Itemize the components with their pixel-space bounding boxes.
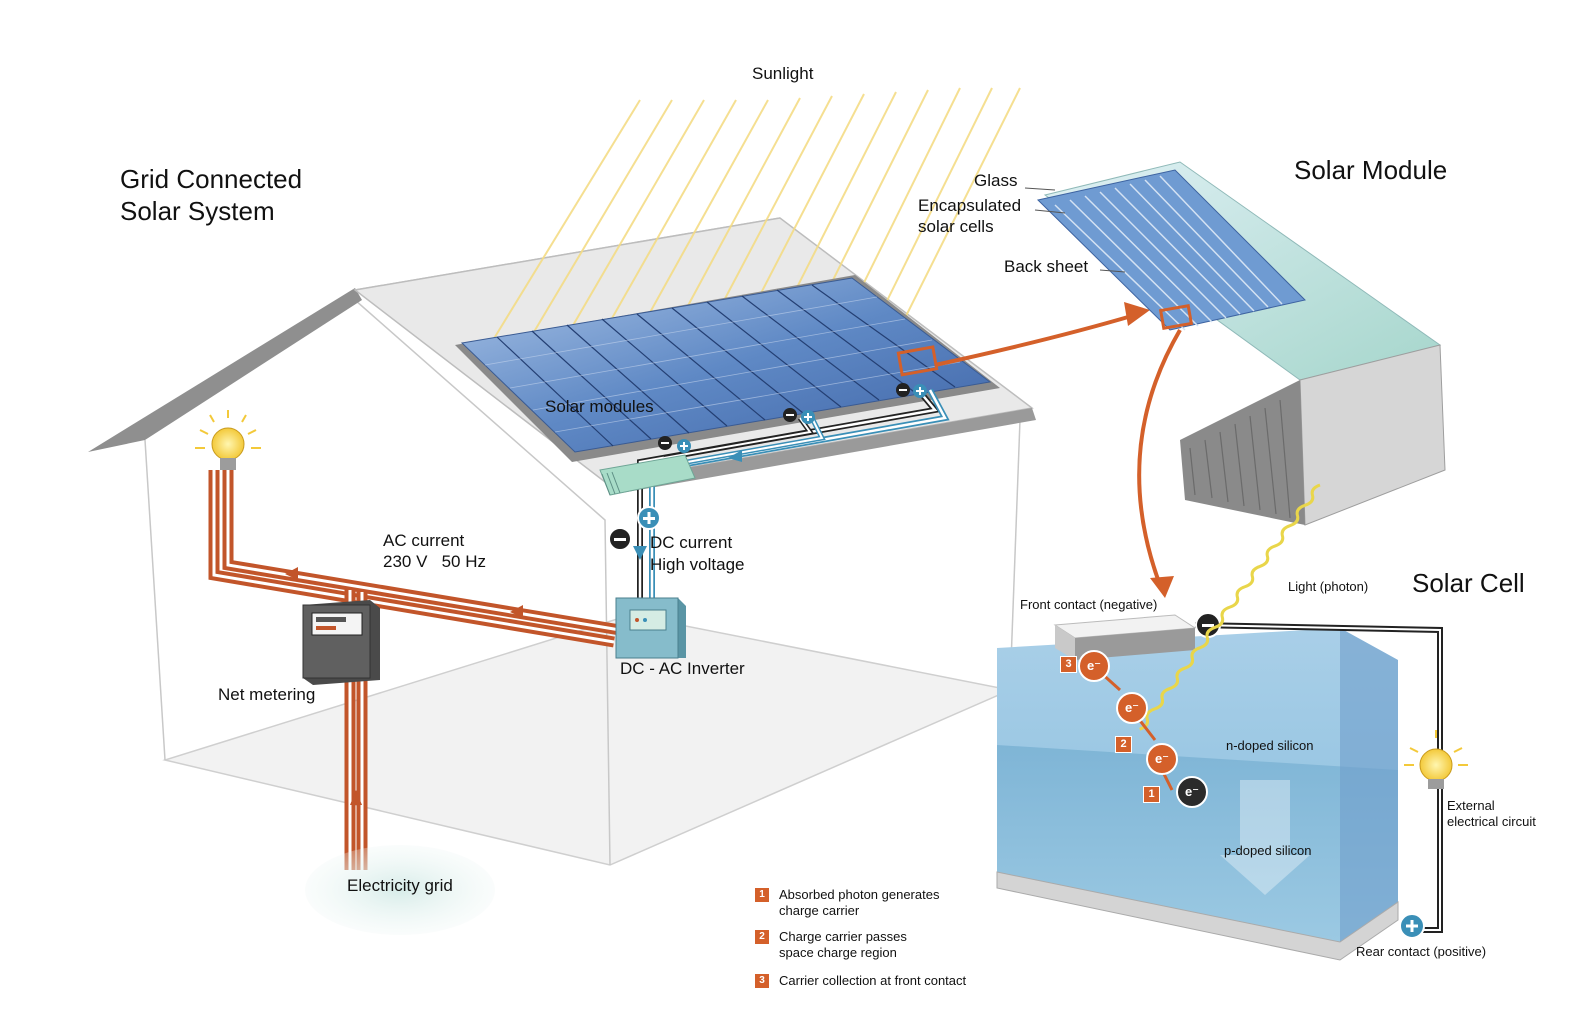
electron-3: e⁻: [1116, 692, 1148, 724]
electricity-grid-label: Electricity grid: [347, 876, 453, 895]
legend-text-2: Charge carrier passes space charge regio…: [779, 929, 907, 961]
module-title: Solar Module: [1294, 155, 1448, 185]
external-circuit-label-line1: External: [1447, 798, 1495, 813]
net-metering-label: Net metering: [218, 685, 316, 704]
glass-label: Glass: [974, 171, 1018, 190]
ac-current-label-line2: 230 V 50 Hz: [383, 552, 487, 571]
electron-1: e⁻: [1176, 776, 1208, 808]
inverter: [615, 597, 686, 659]
external-circuit-label-line2: electrical circuit: [1447, 814, 1536, 829]
legend-item-1: 1 Absorbed photon generates charge carri…: [755, 887, 939, 919]
inverter-label: DC - AC Inverter: [620, 659, 745, 678]
legend-number-3: 3: [755, 974, 769, 988]
electron-4: e⁻: [1078, 650, 1110, 682]
zoom-arrows: [934, 313, 1182, 586]
cell-title: Solar Cell: [1412, 568, 1525, 598]
electron-2: e⁻: [1146, 743, 1178, 775]
sunlight-label: Sunlight: [752, 64, 814, 83]
net-meter: [302, 600, 380, 685]
step-badge-2: 2: [1115, 736, 1132, 753]
grid-glow: [305, 845, 495, 935]
roof-solar-panel: [455, 275, 1000, 462]
ac-current-label-line1: AC current: [383, 531, 465, 550]
legend-text-2-line1: Charge carrier passes: [779, 929, 907, 944]
n-doped-label: n-doped silicon: [1226, 738, 1314, 753]
legend-text-3: Carrier collection at front contact: [779, 973, 966, 989]
dc-current-label-line2: High voltage: [650, 555, 745, 574]
legend-text-3-line1: Carrier collection at front contact: [779, 973, 967, 988]
legend-text-2-line2: space charge region: [779, 945, 897, 960]
encapsulated-label-line1: Encapsulated: [918, 196, 1022, 215]
step-badge-3: 3: [1060, 656, 1077, 673]
solar-modules-label: Solar modules: [545, 397, 654, 416]
dc-current-label-line1: DC current: [650, 533, 733, 552]
legend-text-1: Absorbed photon generates charge carrier: [779, 887, 939, 919]
legend-text-1-line2: charge carrier: [779, 903, 860, 918]
dc-wiring: [633, 388, 950, 600]
panel-junctions: [658, 383, 927, 453]
legend-item-3: 3 Carrier collection at front contact: [755, 973, 966, 989]
solar-cell-block: [996, 614, 1399, 961]
light-photon-label: Light (photon): [1288, 579, 1369, 594]
rear-contact-label: Rear contact (positive): [1356, 944, 1487, 959]
step-badge-1: 1: [1143, 786, 1160, 803]
dc-polarity-badges: [608, 506, 661, 551]
external-bulb-icon: [1404, 730, 1468, 789]
solar-module: [1024, 161, 1446, 526]
back-sheet-label: Back sheet: [1004, 257, 1089, 276]
legend-number-1: 1: [755, 888, 769, 902]
encapsulated-label-line2: solar cells: [918, 217, 994, 236]
combiner-box: [599, 454, 696, 496]
legend-text-1-line1: Absorbed photon generates: [779, 887, 940, 902]
front-contact-label: Front contact (negative): [1020, 597, 1158, 612]
legend-item-2: 2 Charge carrier passes space charge reg…: [755, 929, 907, 961]
system-title-line1: Grid Connected: [120, 164, 303, 194]
system-title-line2: Solar System: [120, 196, 275, 226]
photon-wave: [1139, 483, 1321, 731]
p-doped-label: p-doped silicon: [1224, 843, 1312, 858]
light-bulb-icon: [195, 410, 261, 470]
legend-number-2: 2: [755, 930, 769, 944]
